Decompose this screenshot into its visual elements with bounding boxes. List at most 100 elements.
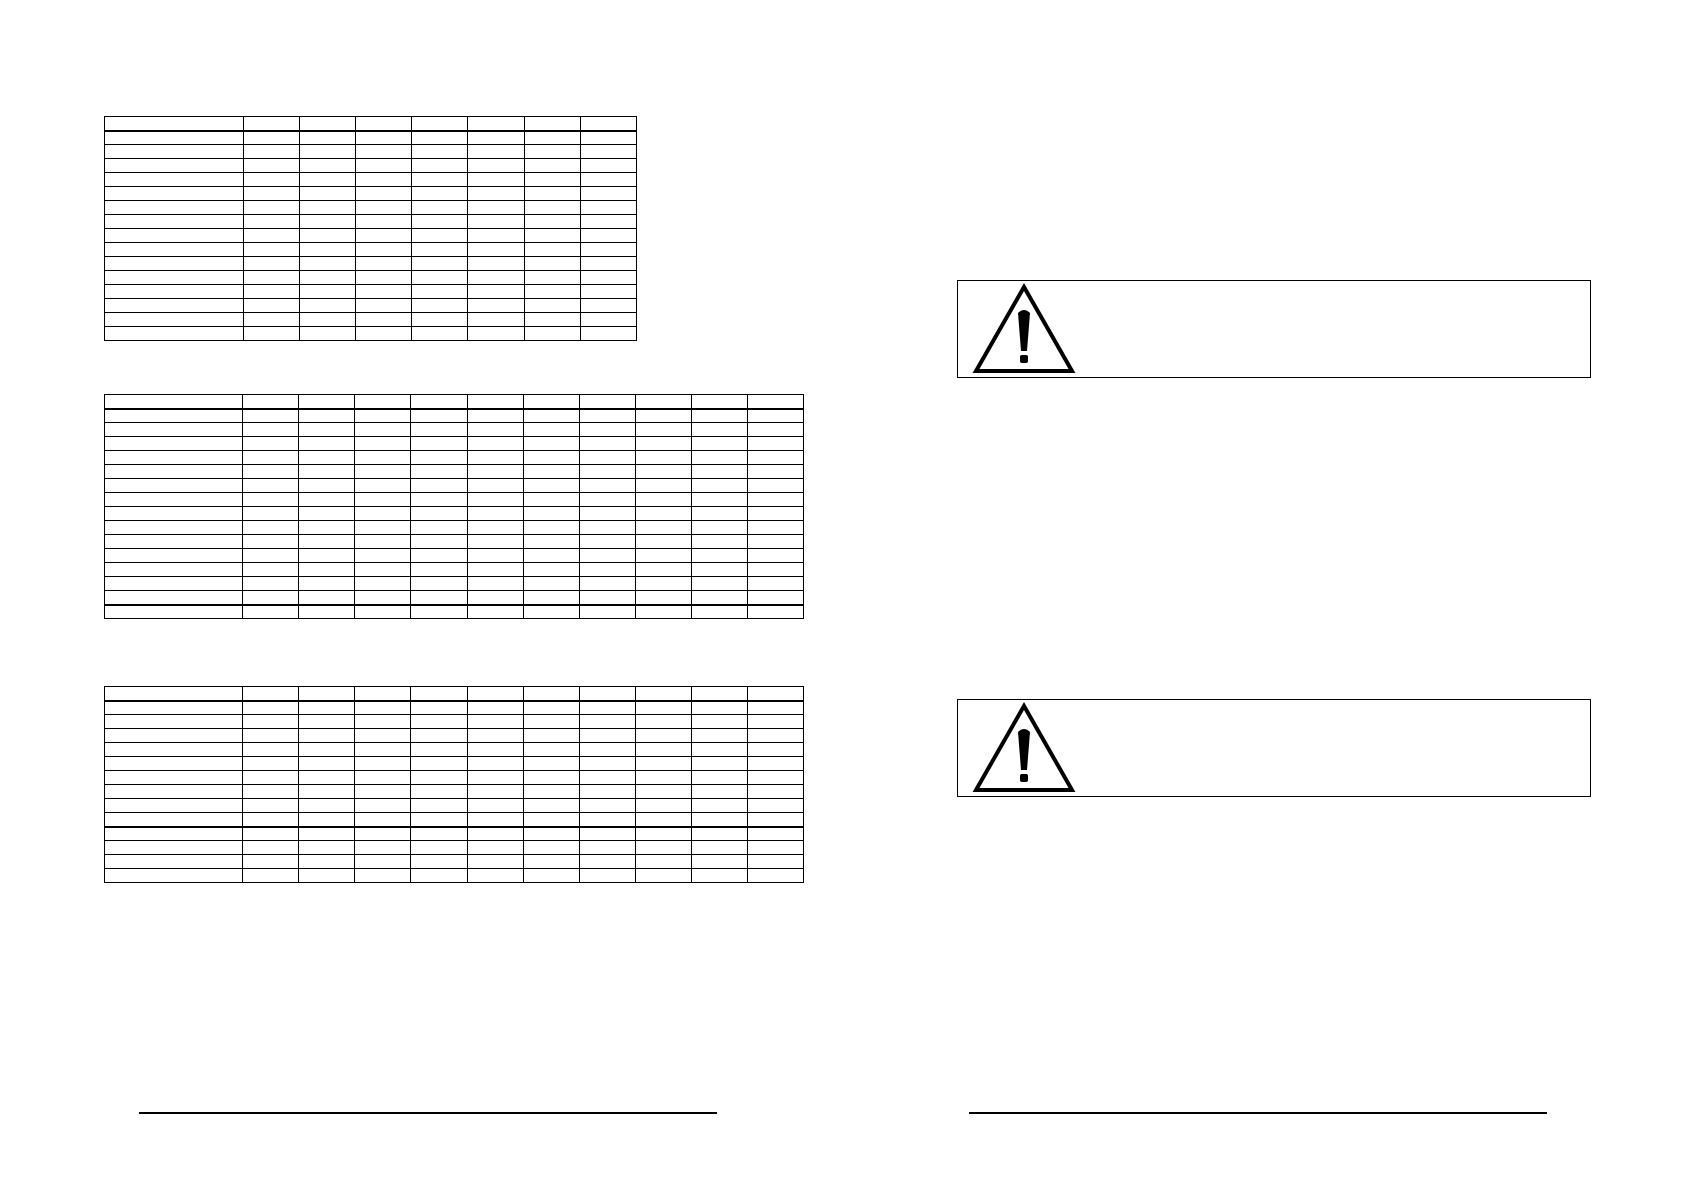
table-cell	[103, 534, 244, 549]
table-cell	[523, 312, 581, 327]
table-cell	[522, 394, 580, 410]
table-cell	[411, 284, 469, 299]
table-row	[104, 130, 638, 145]
table-cell	[522, 756, 580, 771]
table-cell	[298, 312, 356, 327]
table-cell	[522, 464, 580, 479]
table-cell	[467, 158, 525, 173]
table-cell	[690, 714, 748, 729]
table-cell	[690, 534, 748, 549]
table-cell	[634, 840, 692, 855]
table-cell	[411, 326, 469, 341]
table-cell	[242, 576, 300, 591]
table-cell	[690, 394, 748, 410]
table-cell	[411, 200, 469, 215]
table-cell	[354, 492, 412, 507]
table-cell	[354, 700, 412, 715]
table-row	[104, 284, 638, 299]
table-cell	[354, 798, 412, 813]
table-cell	[354, 728, 412, 743]
table-cell	[466, 450, 524, 465]
table-cell	[103, 700, 244, 715]
table-cell	[523, 270, 581, 285]
table-cell	[690, 450, 748, 465]
table-cell	[466, 506, 524, 521]
table-cell	[466, 548, 524, 563]
table-cell	[579, 130, 638, 145]
table-cell	[522, 506, 580, 521]
table-cell	[522, 436, 580, 451]
table-cell	[242, 464, 300, 479]
table-cell	[578, 394, 636, 410]
table-cell	[411, 298, 469, 313]
table-cell	[578, 825, 636, 841]
table-cell	[298, 130, 356, 145]
table-cell	[746, 436, 805, 451]
table-row	[103, 590, 805, 605]
table-cell	[579, 228, 638, 243]
table-cell	[354, 450, 412, 465]
table-cell	[578, 534, 636, 549]
table-cell	[634, 492, 692, 507]
table-cell	[298, 868, 356, 883]
table-cell	[242, 784, 300, 799]
table-cell	[578, 464, 636, 479]
table-cell	[242, 214, 300, 229]
table-cell	[242, 144, 300, 159]
table-cell	[579, 326, 638, 341]
table-cell	[242, 534, 300, 549]
table-cell	[354, 548, 412, 563]
table-cell	[578, 728, 636, 743]
table-cell	[634, 520, 692, 535]
table-cell	[242, 548, 300, 563]
table-cell	[523, 242, 581, 257]
table-cell	[103, 784, 244, 799]
table-cell	[298, 158, 356, 173]
table-cell	[298, 812, 356, 827]
table-cell	[746, 756, 805, 771]
table-cell	[578, 686, 636, 702]
table-cell	[104, 214, 244, 229]
table-cell	[579, 200, 638, 215]
table-cell	[242, 228, 300, 243]
table-cell	[578, 478, 636, 493]
table-cell	[410, 868, 468, 883]
table-cell	[466, 590, 524, 605]
table-cell	[746, 825, 805, 841]
table-cell	[103, 868, 244, 883]
table-cell	[746, 686, 805, 702]
table-row	[103, 492, 805, 507]
table-cell	[578, 492, 636, 507]
table-cell	[523, 326, 581, 341]
table-cell	[467, 116, 525, 132]
table-cell	[354, 603, 412, 619]
table-cell	[746, 590, 805, 605]
table-cell	[354, 130, 413, 145]
table-cell	[467, 284, 525, 299]
table-cell	[523, 144, 581, 159]
table-cell	[298, 478, 356, 493]
table-cell	[634, 798, 692, 813]
table-cell	[298, 700, 356, 715]
table-cell	[298, 742, 356, 757]
table-cell	[746, 784, 805, 799]
table-cell	[410, 812, 468, 827]
table-cell	[578, 742, 636, 757]
table-cell	[634, 590, 692, 605]
table-cell	[522, 840, 580, 855]
table-cell	[634, 854, 692, 869]
table-cell	[298, 534, 356, 549]
table-cell	[298, 784, 356, 799]
table-cell	[411, 116, 469, 132]
table-cell	[103, 464, 244, 479]
table-cell	[690, 825, 748, 841]
table-cell	[242, 436, 300, 451]
table-cell	[523, 284, 581, 299]
table-cell	[690, 728, 748, 743]
table-row	[104, 144, 638, 159]
table-cell	[578, 854, 636, 869]
footer-rule-left	[139, 1112, 717, 1114]
table-cell	[579, 298, 638, 313]
table-cell	[746, 714, 805, 729]
table-cell	[242, 172, 300, 187]
